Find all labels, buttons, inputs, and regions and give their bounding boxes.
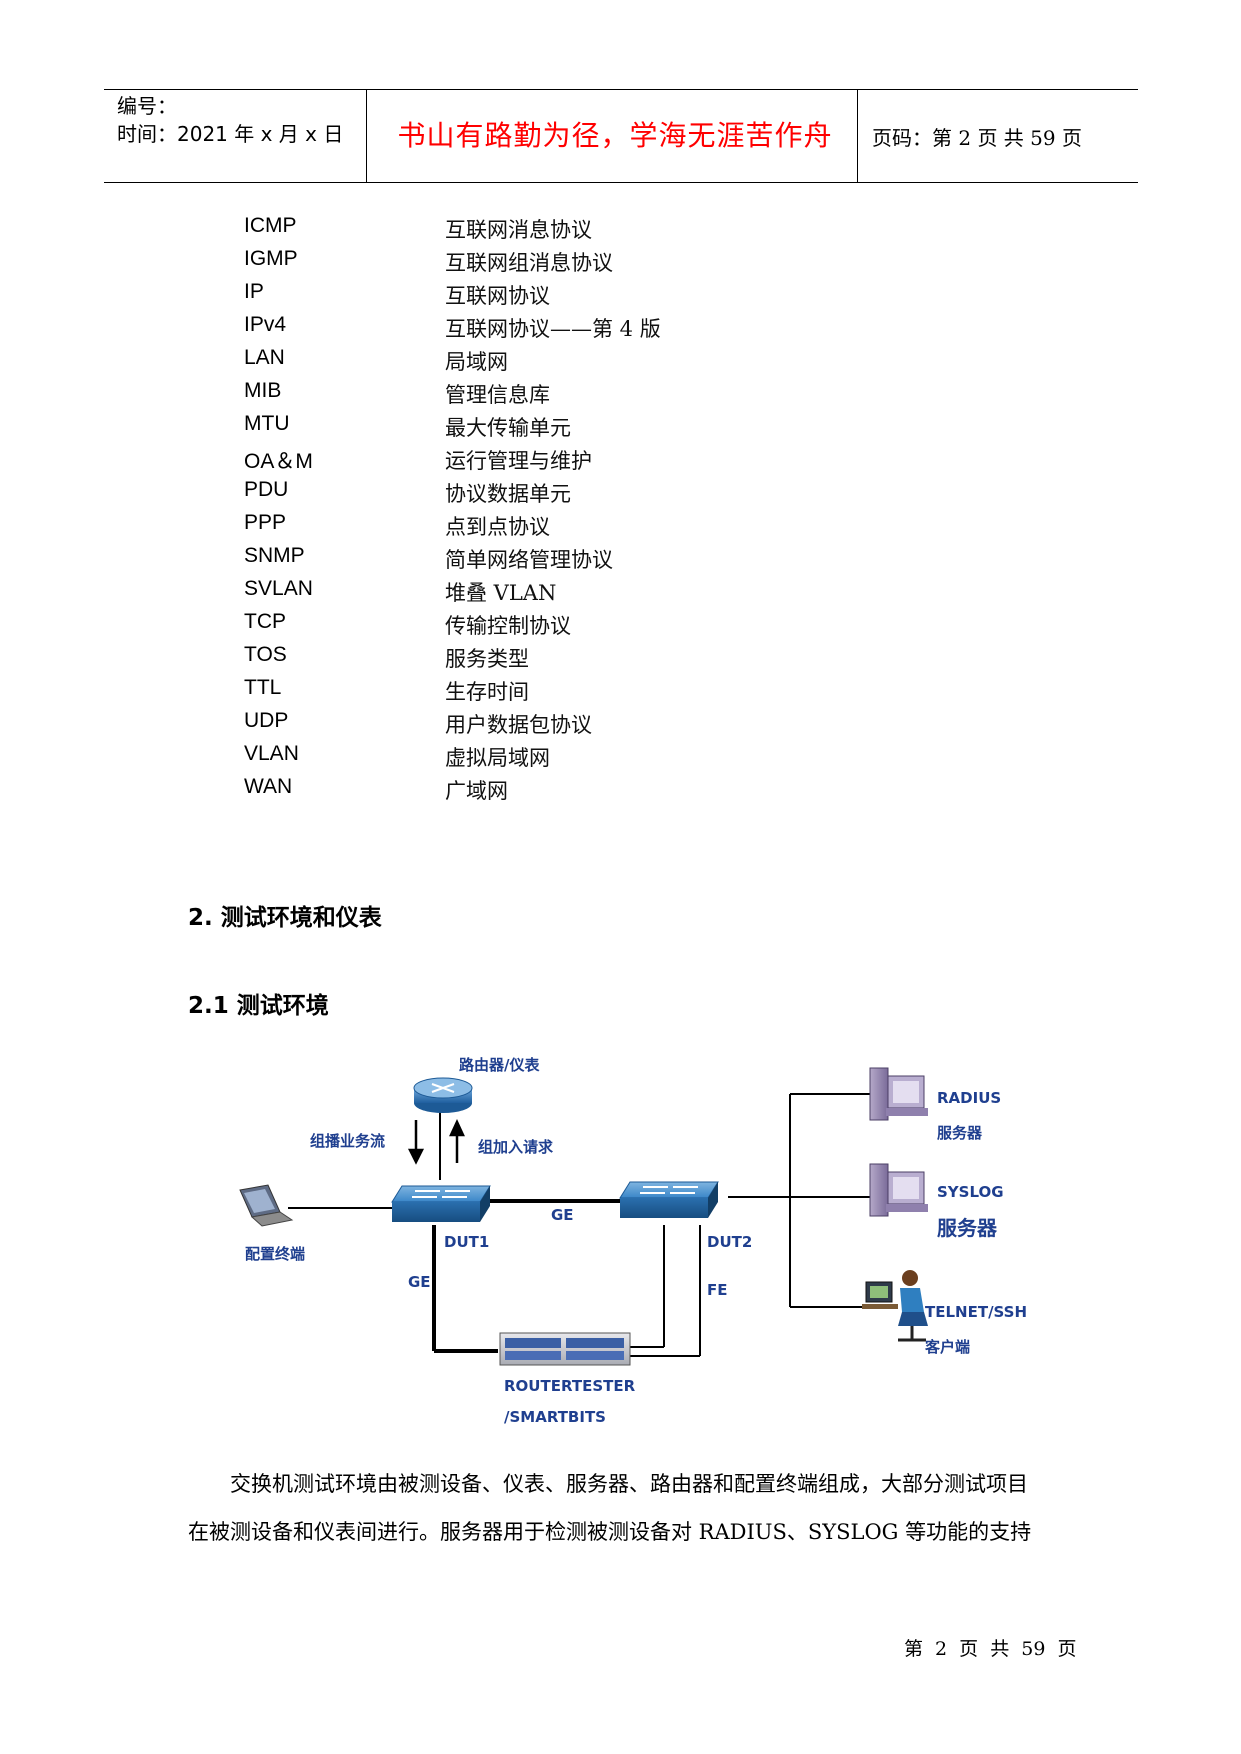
abbr-term: VLAN xyxy=(244,742,299,765)
abbr-definition: 服务类型 xyxy=(445,647,529,671)
abbr-definition: 虚拟局域网 xyxy=(445,746,550,770)
section-heading: 2. 测试环境和仪表 xyxy=(188,905,382,931)
syslog-label-line2: 服务器 xyxy=(937,1216,997,1240)
abbr-term: UDP xyxy=(244,709,289,732)
abbr-definition: 互联网协议 xyxy=(445,284,550,308)
doc-number-label: 编号： xyxy=(117,94,177,118)
dut2-label: DUT2 xyxy=(707,1233,753,1251)
page-footer: 第 2 页 共 59 页 xyxy=(904,1638,1077,1660)
abbr-definition: 运行管理与维护 xyxy=(445,449,592,473)
abbr-term: SNMP xyxy=(244,544,305,567)
doc-time-label: 时间：2021 年 x 月 x 日 xyxy=(117,122,344,146)
telnet-label-line2: 客户端 xyxy=(925,1338,971,1356)
multicast-stream-label: 组播业务流 xyxy=(310,1132,386,1150)
join-request-label: 组加入请求 xyxy=(478,1138,554,1156)
header-motto: 书山有路勤为径，学海无涯苦作舟 xyxy=(397,119,833,152)
abbr-term: PDU xyxy=(244,478,289,501)
abbr-term: OA＆M xyxy=(244,450,313,473)
abbr-term: IP xyxy=(244,280,264,303)
abbr-term: IPv4 xyxy=(244,313,287,336)
abbr-definition: 生存时间 xyxy=(445,680,529,704)
abbr-definition: 互联网协议——第 4 版 xyxy=(445,317,661,341)
abbr-term: ICMP xyxy=(244,214,297,237)
abbr-definition: 局域网 xyxy=(445,350,508,374)
abbr-term: TTL xyxy=(244,676,282,699)
abbr-definition: 点到点协议 xyxy=(445,515,550,539)
arrow-icon xyxy=(407,1119,465,1165)
abbr-term: WAN xyxy=(244,775,293,798)
abbr-definition: 协议数据单元 xyxy=(445,482,571,506)
abbr-definition: 广域网 xyxy=(445,779,508,803)
abbr-term: TCP xyxy=(244,610,286,633)
header-top-rule xyxy=(104,89,1138,90)
abbr-definition: 互联网组消息协议 xyxy=(445,251,613,275)
paragraph-line: 在被测设备和仪表间进行。服务器用于检测被测设备对 RADIUS、SYSLOG 等… xyxy=(188,1520,1032,1544)
syslog-label: SYSLOG xyxy=(937,1183,1004,1201)
dut1-label: DUT1 xyxy=(444,1233,490,1251)
server-icon xyxy=(869,1163,928,1217)
abbr-term: PPP xyxy=(244,511,287,534)
radius-label-line2: 服务器 xyxy=(937,1124,983,1142)
telnet-label: TELNET/SSH xyxy=(925,1303,1028,1321)
user-workstation-icon xyxy=(862,1270,928,1342)
abbr-definition: 最大传输单元 xyxy=(445,416,571,440)
abbr-term: TOS xyxy=(244,643,287,666)
tester-label: ROUTERTESTER xyxy=(504,1377,636,1395)
header-divider-right xyxy=(857,90,858,182)
abbr-definition: 用户数据包协议 xyxy=(445,713,592,737)
header-divider-left xyxy=(366,90,367,182)
abbr-definition: 传输控制协议 xyxy=(445,614,571,638)
switch-icon xyxy=(391,1185,491,1222)
link-fe-label: FE xyxy=(707,1281,728,1299)
body-paragraph: 交换机测试环境由被测设备、仪表、服务器、路由器和配置终端组成，大部分测试项目 在… xyxy=(188,1460,1058,1556)
router-label: 路由器/仪表 xyxy=(459,1056,540,1074)
abbr-definition: 互联网消息协议 xyxy=(445,218,592,242)
server-icon xyxy=(869,1067,928,1121)
abbr-term: MIB xyxy=(244,379,282,402)
radius-label: RADIUS xyxy=(937,1089,1002,1107)
abbr-term: MTU xyxy=(244,412,290,435)
tester-label-line2: /SMARTBITS xyxy=(504,1408,606,1426)
abbr-term: LAN xyxy=(244,346,285,369)
abbr-definition: 管理信息库 xyxy=(445,383,550,407)
switch-icon xyxy=(619,1181,719,1218)
tester-icon xyxy=(499,1332,631,1366)
abbr-term: IGMP xyxy=(244,247,298,270)
abbr-definition: 堆叠 VLAN xyxy=(445,581,557,605)
abbr-term: SVLAN xyxy=(244,577,313,600)
header-meta: 编号： 时间：2021 年 x 月 x 日 xyxy=(117,92,343,148)
header-bottom-rule xyxy=(104,182,1138,183)
header-page-indicator: 页码：第 2 页 共 59 页 xyxy=(872,126,1082,150)
link-ge-top-label: GE xyxy=(551,1206,574,1224)
subsection-heading: 2.1 测试环境 xyxy=(188,993,329,1019)
config-terminal-label: 配置终端 xyxy=(245,1245,306,1263)
router-icon xyxy=(413,1077,473,1113)
abbr-definition: 简单网络管理协议 xyxy=(445,548,613,572)
laptop-icon xyxy=(239,1184,294,1227)
paragraph-line: 交换机测试环境由被测设备、仪表、服务器、路由器和配置终端组成，大部分测试项目 xyxy=(230,1472,1028,1496)
link-ge-left-label: GE xyxy=(408,1273,431,1291)
